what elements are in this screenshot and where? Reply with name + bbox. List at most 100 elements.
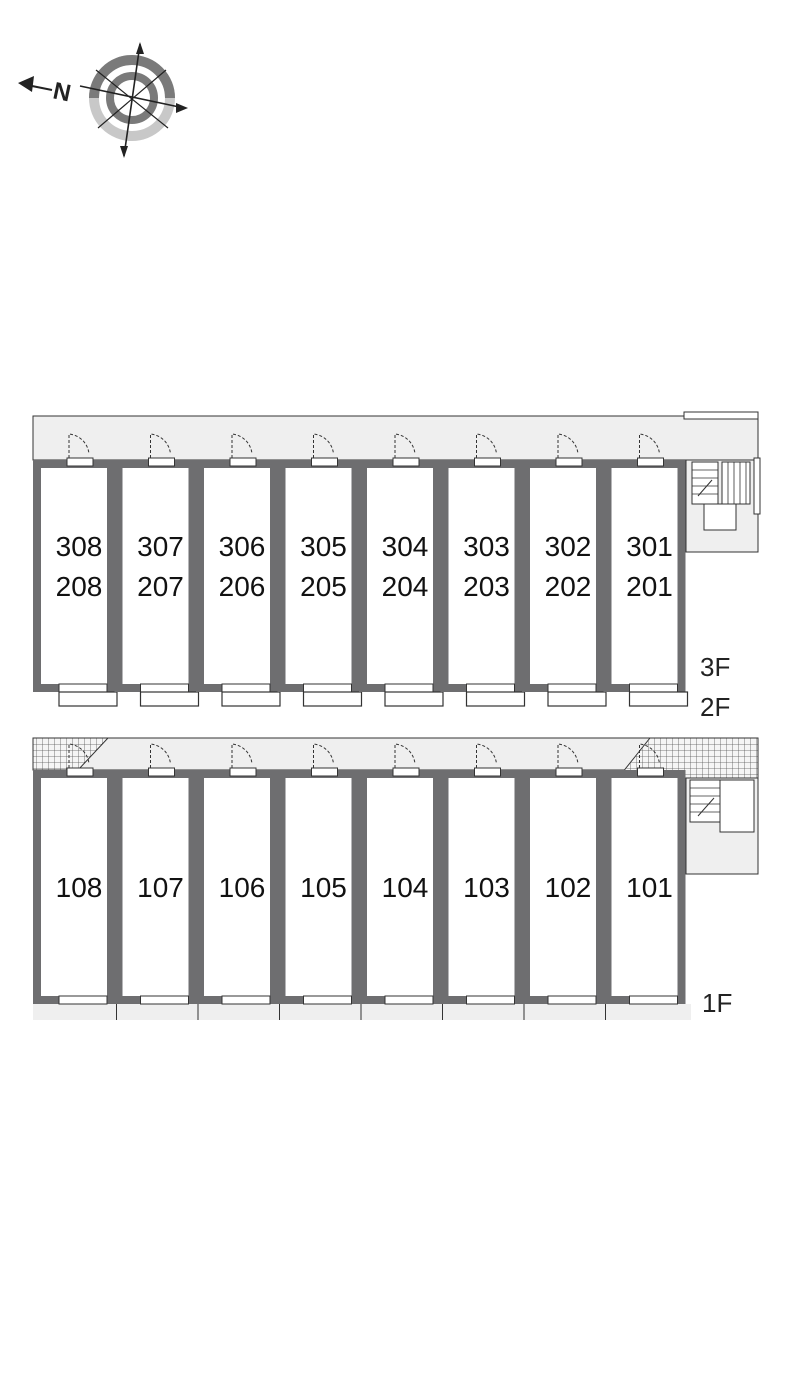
unit-label-205: 205 — [300, 571, 347, 602]
floor-label-1f: 1F — [702, 988, 732, 1018]
door-swing — [231, 433, 253, 458]
window — [221, 683, 271, 693]
unit-label-208: 208 — [56, 571, 103, 602]
window — [547, 683, 597, 693]
door-swing — [639, 433, 660, 458]
door-swing — [394, 743, 416, 768]
window — [140, 995, 189, 1005]
lower-unit-103: 103 — [440, 743, 523, 1005]
upper-stairs — [691, 457, 761, 531]
unit-label-101: 101 — [626, 872, 673, 903]
balcony — [465, 691, 526, 707]
ground-strip — [33, 1004, 691, 1020]
unit-label-302: 302 — [545, 531, 592, 562]
window — [384, 683, 434, 693]
door-swing — [313, 743, 334, 768]
balcony — [139, 691, 200, 707]
unit-label-305: 305 — [300, 531, 347, 562]
door — [66, 457, 94, 467]
door-swing — [150, 433, 171, 458]
window — [58, 995, 108, 1005]
window — [140, 683, 189, 693]
door — [66, 767, 94, 777]
balcony — [58, 691, 118, 707]
lower-unit-104: 104 — [359, 743, 441, 1005]
door — [474, 457, 501, 467]
unit-wall — [522, 460, 604, 692]
unit-wall — [114, 770, 197, 1004]
lower-unit-106: 106 — [196, 743, 278, 1005]
unit-label-308: 308 — [56, 531, 103, 562]
door-swing — [476, 433, 497, 458]
door-swing — [68, 743, 90, 768]
door-swing — [394, 433, 416, 458]
door — [311, 457, 338, 467]
door — [229, 457, 257, 467]
door — [148, 457, 175, 467]
balcony — [628, 691, 689, 707]
door-swing — [313, 433, 334, 458]
window — [629, 995, 678, 1005]
unit-label-104: 104 — [382, 872, 429, 903]
lower-block: 108 107 106 105 104 103 102 101 1F — [32, 737, 759, 1020]
unit-label-301: 301 — [626, 531, 673, 562]
window — [547, 995, 597, 1005]
unit-label-303: 303 — [463, 531, 510, 562]
balcony — [221, 691, 281, 707]
window — [466, 683, 515, 693]
lower-unit-102: 102 — [522, 743, 604, 1005]
unit-label-107: 107 — [137, 872, 184, 903]
lower-unit-108: 108 — [33, 743, 115, 1005]
unit-label-106: 106 — [219, 872, 266, 903]
unit-label-108: 108 — [56, 872, 103, 903]
door — [311, 767, 338, 777]
door-swing — [557, 433, 579, 458]
lower-unit-101: 101 — [603, 743, 686, 1005]
floor-label-3f: 3F — [700, 652, 730, 682]
door — [555, 767, 583, 777]
unit-label-202: 202 — [545, 571, 592, 602]
door — [474, 767, 501, 777]
upper-units: 3082083072073062063052053042043032033022… — [33, 433, 689, 707]
door-swing — [68, 433, 90, 458]
balcony — [547, 691, 607, 707]
unit-label-102: 102 — [545, 872, 592, 903]
door — [392, 767, 420, 777]
door-swing — [476, 743, 497, 768]
lower-units: 108 107 106 105 104 103 102 101 — [33, 743, 686, 1020]
unit-label-206: 206 — [219, 571, 266, 602]
unit-label-201: 201 — [626, 571, 673, 602]
unit-label-204: 204 — [382, 571, 429, 602]
upper-block: 3082083072073062063052053042043032033022… — [32, 411, 761, 722]
unit-label-105: 105 — [300, 872, 347, 903]
door-swing — [150, 743, 171, 768]
unit-label-307: 307 — [137, 531, 184, 562]
upper-railing — [683, 411, 759, 420]
door — [229, 767, 257, 777]
window — [303, 995, 352, 1005]
balcony — [384, 691, 444, 707]
compass-icon: N — [18, 42, 188, 158]
floor-label-2f: 2F — [700, 692, 730, 722]
balcony — [302, 691, 363, 707]
door — [637, 457, 664, 467]
unit-label-306: 306 — [219, 531, 266, 562]
door — [637, 767, 664, 777]
lower-unit-107: 107 — [114, 743, 197, 1005]
door — [555, 457, 583, 467]
unit-wall — [114, 460, 197, 692]
door — [148, 767, 175, 777]
unit-wall — [33, 770, 115, 1004]
window — [466, 995, 515, 1005]
door-swing — [231, 743, 253, 768]
unit-label-203: 203 — [463, 571, 510, 602]
door — [392, 457, 420, 467]
